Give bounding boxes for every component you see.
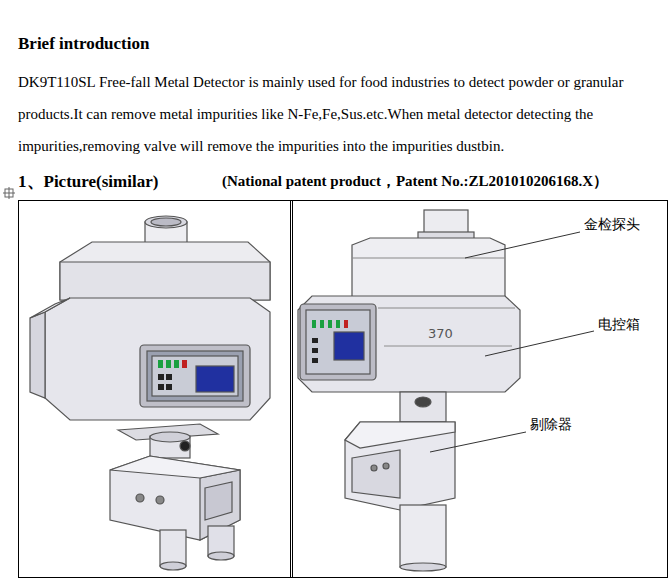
callout-label: 金检探头 <box>584 216 640 234</box>
patent-note: (National patent product，Patent No.:ZL20… <box>222 172 608 191</box>
picture-frame <box>19 201 668 578</box>
panel-divider <box>292 200 293 578</box>
section-heading: Brief introduction <box>18 34 149 54</box>
move-icon <box>3 187 15 199</box>
intro-paragraph: DK9T110SL Free-fall Metal Detector is ma… <box>18 66 666 162</box>
section-heading: 1、Picture(similar) <box>18 170 158 193</box>
panel-divider <box>290 200 291 578</box>
callout-label: 剔除器 <box>530 416 572 434</box>
dimension-label: 370 <box>428 326 453 341</box>
callout-label: 电控箱 <box>598 316 640 334</box>
detector-side-view <box>298 210 594 571</box>
detector-isometric <box>30 216 270 570</box>
